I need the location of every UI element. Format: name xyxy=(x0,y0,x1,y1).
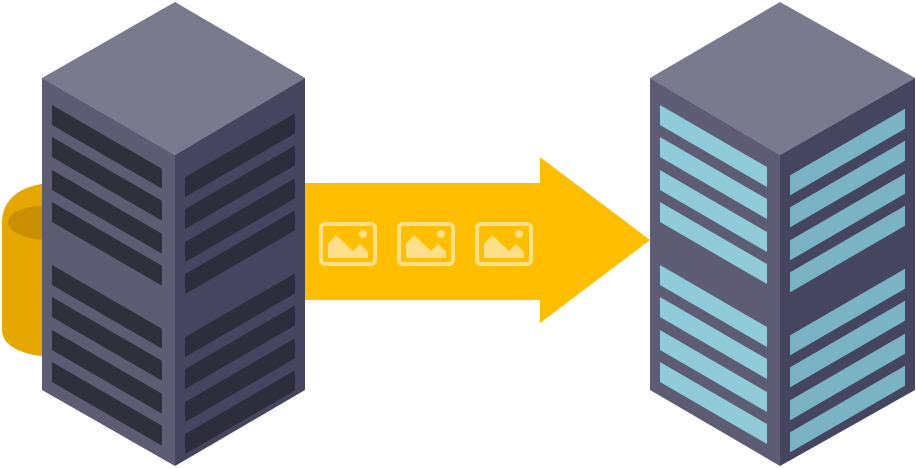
server-slat xyxy=(185,370,295,455)
server-slat xyxy=(660,330,767,413)
server-slat xyxy=(790,173,905,261)
server-slat xyxy=(660,105,767,188)
image-icon xyxy=(475,222,533,266)
server-top-face xyxy=(650,2,915,155)
server-slat xyxy=(660,137,767,220)
server-slat xyxy=(790,268,905,356)
target-server xyxy=(650,2,915,466)
image-icon xyxy=(397,222,455,266)
server-slat xyxy=(790,108,905,196)
server-slat xyxy=(185,338,295,423)
server-slat xyxy=(52,170,162,254)
server-slat xyxy=(660,297,767,380)
source-wrap-band xyxy=(2,183,50,357)
server-slat xyxy=(52,265,162,349)
server-slat xyxy=(185,178,295,263)
server-slat xyxy=(52,137,162,221)
server-slat xyxy=(790,140,905,228)
server-slat xyxy=(660,265,767,348)
image-icons xyxy=(319,222,533,266)
server-slat xyxy=(790,205,905,293)
source-server xyxy=(42,2,305,466)
server-top-face xyxy=(42,2,305,155)
server-slat xyxy=(185,113,295,198)
server-slat xyxy=(52,330,162,414)
server-slat xyxy=(185,210,295,295)
server-slat xyxy=(660,170,767,253)
image-icon xyxy=(319,222,377,266)
server-slat xyxy=(185,305,295,390)
server-slat xyxy=(660,202,767,285)
server-slat xyxy=(660,362,767,445)
server-slat xyxy=(52,297,162,381)
server-slat xyxy=(185,273,295,358)
server-slat xyxy=(52,105,162,189)
server-slat xyxy=(52,202,162,286)
server-slat xyxy=(185,145,295,230)
server-slat xyxy=(790,300,905,388)
server-slat xyxy=(790,333,905,421)
server-slat xyxy=(790,365,905,453)
server-slat xyxy=(52,362,162,446)
